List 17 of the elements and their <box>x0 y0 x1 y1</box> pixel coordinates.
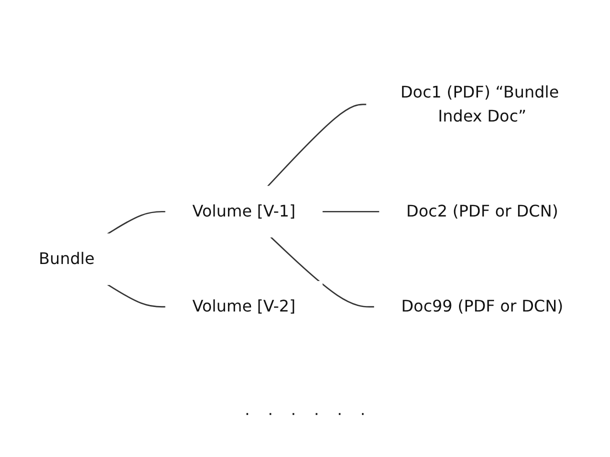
connector <box>270 236 375 308</box>
ellipsis-dot: . <box>360 400 366 419</box>
connector <box>267 104 367 188</box>
ellipsis-dot: . <box>314 400 320 419</box>
node-text: Volume [V-1] <box>192 202 296 222</box>
ellipsis-dot: . <box>290 400 296 419</box>
connector <box>107 284 166 308</box>
ellipsis-dot: . <box>244 400 250 419</box>
ellipsis-dot: . <box>268 400 273 419</box>
node-text: Volume [V-2] <box>192 298 296 316</box>
node-text: Doc99 (PDF or DCN) <box>401 298 564 316</box>
connector <box>322 211 380 213</box>
ellipsis-dot: . <box>337 400 342 419</box>
node-text: Bundle <box>38 250 95 269</box>
connector <box>107 211 166 235</box>
node-text: Doc2 (PDF or DCN) <box>406 202 558 222</box>
node-text: Doc1 (PDF) “Bundle Index Doc” <box>400 83 559 126</box>
